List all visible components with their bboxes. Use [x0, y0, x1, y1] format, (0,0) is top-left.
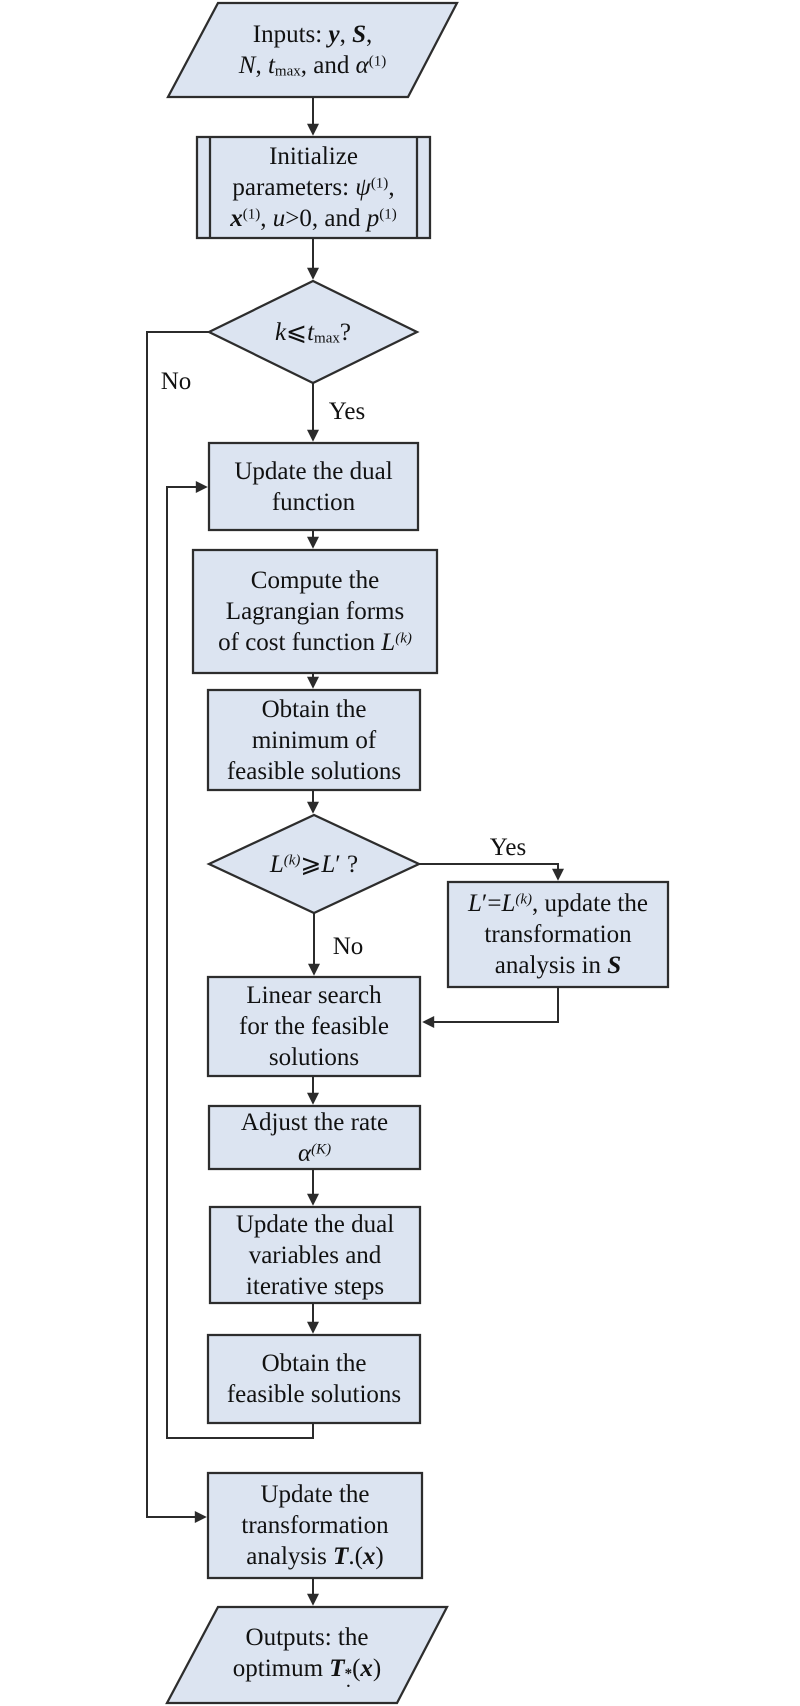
node-shape-obtain-feasible	[206, 1333, 422, 1425]
node-shape-linear-search	[206, 975, 422, 1078]
flow-connector-8	[422, 987, 559, 1028]
node-shape-check-cost	[206, 813, 422, 915]
flow-connector-7	[419, 863, 564, 881]
node-shape-update-dual-variables	[208, 1205, 422, 1305]
node-shape-inputs	[166, 1, 459, 99]
node-shape-initialize	[195, 135, 432, 240]
node-shape-compute-lagrangian	[191, 548, 439, 675]
node-shape-adjust-rate	[207, 1104, 422, 1171]
node-shape-update-transformation-s	[446, 880, 670, 989]
flow-connector-12	[166, 481, 314, 1439]
node-shape-check-iterations	[206, 279, 420, 385]
node-shape-update-transformation-t	[206, 1471, 424, 1580]
flow-connector-13	[146, 331, 209, 1523]
node-shape-update-dual-function	[207, 441, 420, 532]
node-shape-outputs	[165, 1605, 449, 1705]
node-shape-obtain-minimum	[206, 688, 422, 792]
